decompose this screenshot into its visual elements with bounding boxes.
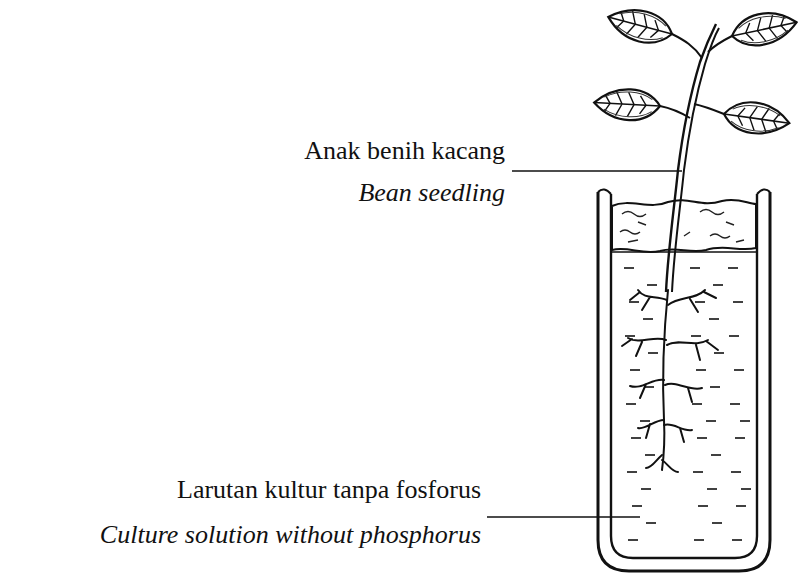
solution-dash	[697, 437, 707, 439]
solution-dash	[645, 454, 655, 456]
solution-dash	[640, 420, 650, 422]
cotton-plug	[612, 200, 756, 252]
solution-dash	[624, 267, 634, 269]
solution-dash	[632, 505, 642, 507]
solution-dash	[628, 539, 638, 541]
part-label: Anak benih kacang	[304, 136, 505, 166]
solution-dash	[707, 488, 717, 490]
solution-dash	[730, 403, 740, 405]
test-tube	[598, 189, 770, 571]
part-label: Bean seedling	[358, 178, 505, 208]
solution-dash	[728, 267, 738, 269]
solution-dash	[710, 386, 720, 388]
solution-dash	[627, 471, 637, 473]
solution-dash	[696, 369, 706, 371]
solution-dash	[706, 420, 716, 422]
bean-seedling	[593, 2, 799, 292]
solution-dash	[648, 352, 658, 354]
roots	[622, 290, 718, 472]
solution-dash	[625, 335, 635, 337]
solution-dash	[740, 420, 750, 422]
solution-dash	[732, 539, 742, 541]
solution-dash	[693, 471, 703, 473]
solution-dash	[694, 539, 704, 541]
solution-dash	[698, 505, 708, 507]
solution-dash	[631, 437, 641, 439]
part-label: Culture solution without phosphorus	[100, 520, 481, 550]
solution-dash	[729, 335, 739, 337]
solution-dash	[646, 522, 656, 524]
solution-dash	[709, 318, 719, 320]
solution-dash	[695, 301, 705, 303]
solution-dash	[733, 301, 743, 303]
solution-dash	[690, 267, 700, 269]
solution-dash	[736, 505, 746, 507]
solution-dash	[692, 403, 702, 405]
solution-dash	[741, 488, 751, 490]
solution-dash	[714, 352, 724, 354]
solution-dash	[643, 318, 653, 320]
solution-dash	[641, 488, 651, 490]
solution-dash	[713, 284, 723, 286]
solution-dash	[629, 301, 639, 303]
solution-dash	[630, 369, 640, 371]
culture-solution	[612, 252, 756, 540]
solution-dash	[734, 369, 744, 371]
solution-dash	[691, 335, 701, 337]
leader-line	[487, 171, 682, 517]
solution-dash	[711, 454, 721, 456]
solution-dash	[735, 437, 745, 439]
solution-dash	[647, 284, 657, 286]
part-label: Larutan kultur tanpa fosforus	[177, 475, 481, 505]
solution-dash	[712, 522, 722, 524]
solution-dash	[731, 471, 741, 473]
solution-dash	[626, 403, 636, 405]
